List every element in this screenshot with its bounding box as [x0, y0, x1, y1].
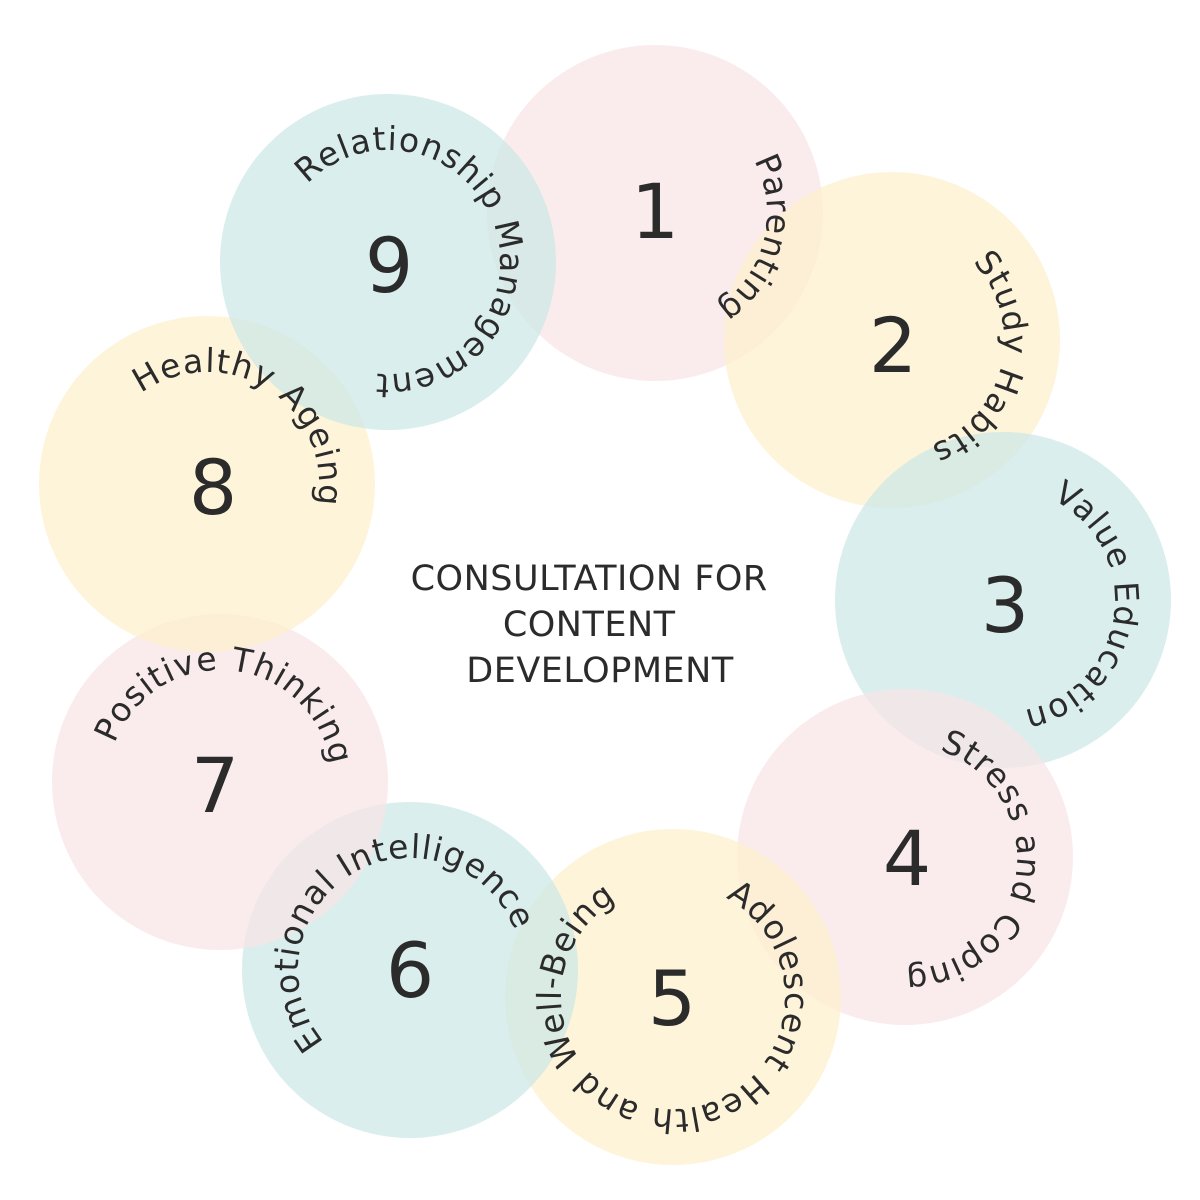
center-title-line-3: DEVELOPMENT: [466, 651, 734, 691]
topic-number-6: 6: [386, 926, 434, 1015]
topic-number-4: 4: [883, 814, 931, 903]
topic-number-8: 8: [189, 443, 237, 532]
topic-circle-7: [52, 614, 388, 950]
center-title: CONSULTATION FOR CONTENT DEVELOPMENT: [411, 559, 780, 691]
topic-number-1: 1: [631, 167, 679, 256]
topic-number-2: 2: [869, 301, 917, 390]
topic-number-7: 7: [191, 741, 239, 830]
topic-circle-2: [724, 172, 1060, 508]
topic-circle-8: [39, 316, 375, 652]
center-title-line-1: CONSULTATION FOR: [411, 559, 768, 599]
topic-circle-3: [835, 432, 1171, 768]
center-title-line-2: CONTENT: [503, 605, 676, 645]
topic-number-3: 3: [981, 561, 1029, 650]
topic-circle-9: [220, 94, 556, 430]
topic-circles: [39, 45, 1171, 1165]
topic-circle-5: [505, 829, 841, 1165]
topic-number-5: 5: [648, 954, 696, 1043]
topic-number-9: 9: [365, 221, 413, 310]
